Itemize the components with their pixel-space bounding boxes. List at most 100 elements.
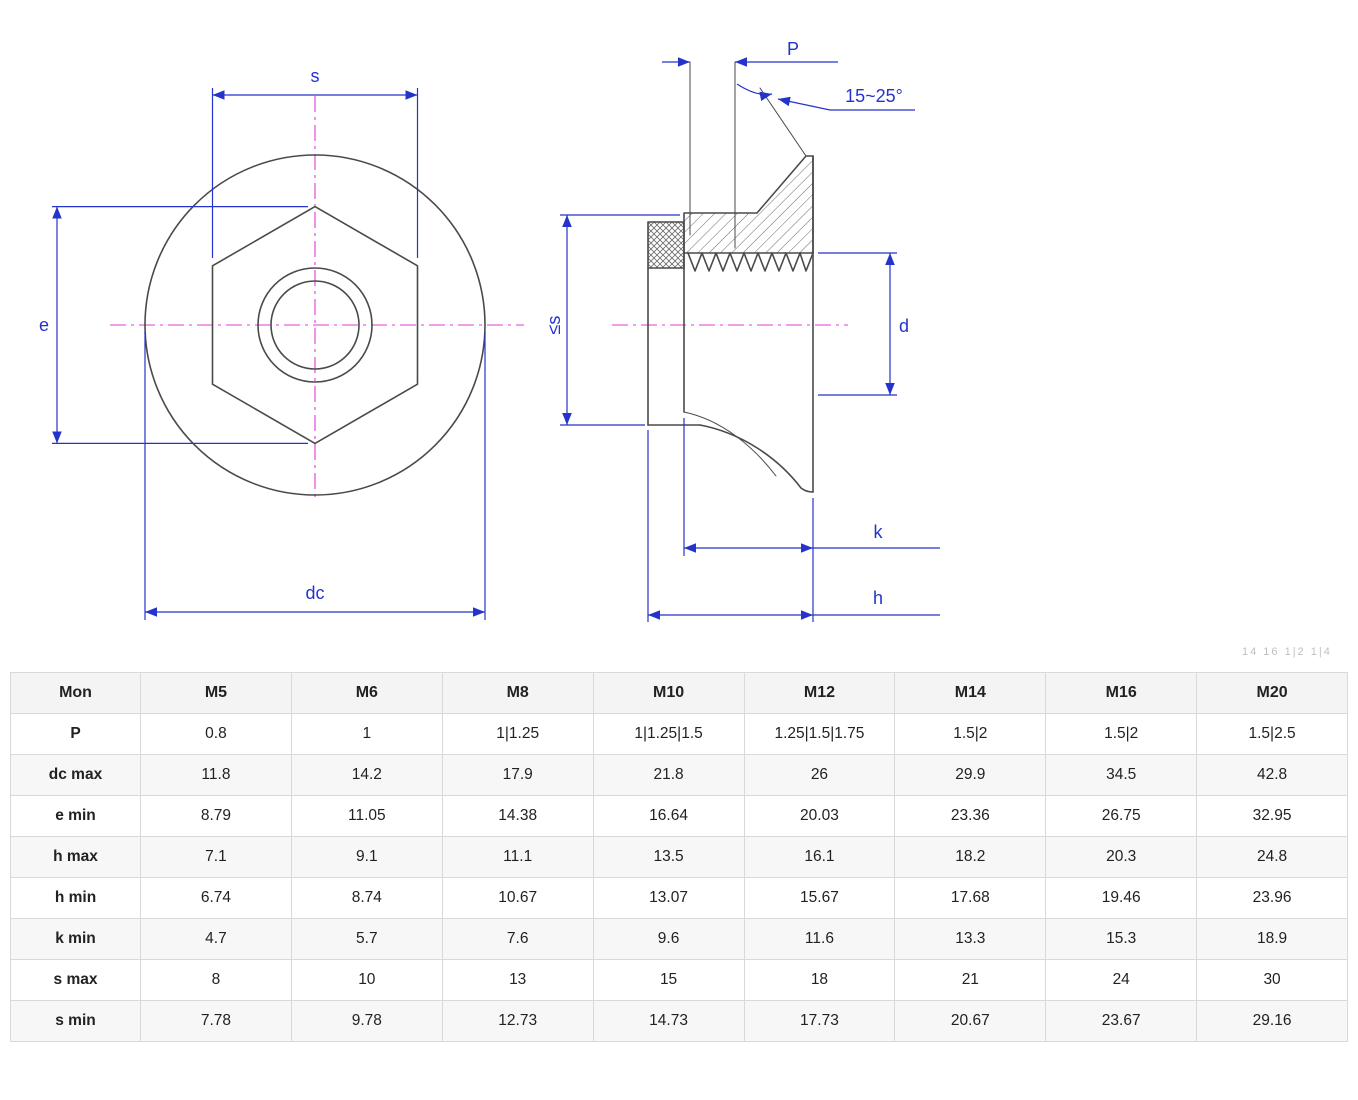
flange-nut-drawing: s e dc P 15~25° ≤s d k h 14 16 1|2 1|4 [39, 39, 1332, 658]
table-header-cell: M12 [743, 672, 896, 714]
dimension-labels: s e dc P 15~25° ≤s d k h [39, 39, 909, 608]
row-label: h max [10, 836, 141, 878]
table-cell: 11.05 [290, 795, 443, 837]
table-row: h max 7.1 9.1 11.1 13.5 16.1 18.2 20.3 2… [10, 836, 1348, 878]
table-cell: 20.67 [894, 1000, 1047, 1042]
table-header-cell: M20 [1196, 672, 1348, 714]
spec-table-container: Mon M5 M6 M8 M10 M12 M14 M16 M20 P 0.8 1… [10, 672, 1348, 1042]
table-cell: 20.3 [1045, 836, 1198, 878]
table-cell: 26.75 [1045, 795, 1198, 837]
table-cell: 11.8 [140, 754, 292, 796]
row-label: s min [10, 1000, 141, 1042]
table-cell: 24.8 [1196, 836, 1348, 878]
thread-outer-circle [257, 267, 373, 383]
table-cell: 1.25|1.5|1.75 [743, 713, 896, 755]
table-row: s max 8 10 13 15 18 21 24 30 [10, 959, 1348, 1001]
dim-label-s-limit: ≤s [544, 316, 564, 335]
section-view [647, 61, 814, 493]
table-cell: 1.5|2 [1045, 713, 1198, 755]
flange-fillet-outer [699, 424, 814, 493]
table-row: s min 7.78 9.78 12.73 14.73 17.73 20.67 … [10, 1000, 1348, 1042]
table-cell: 7.78 [140, 1000, 292, 1042]
table-cell: 34.5 [1045, 754, 1198, 796]
table-cell: 0.8 [140, 713, 292, 755]
table-cell: 17.68 [894, 877, 1047, 919]
row-label: h min [10, 877, 141, 919]
hexagon [211, 205, 419, 445]
table-cell: 9.6 [592, 918, 745, 960]
table-header-cell: M14 [894, 672, 1047, 714]
table-cell: 1|1.25 [441, 713, 594, 755]
table-cell: 13 [441, 959, 594, 1001]
cone-extension [759, 87, 807, 157]
table-cell: 1.5|2 [894, 713, 1047, 755]
technical-drawing: s e dc P 15~25° ≤s d k h 14 16 1|2 1|4 [39, 39, 1332, 658]
table-row: e min 8.79 11.05 14.38 16.64 20.03 23.36… [10, 795, 1348, 837]
table-header-cell: M6 [290, 672, 443, 714]
table-row: dc max 11.8 14.2 17.9 21.8 26 29.9 34.5 … [10, 754, 1348, 796]
dim-label-e: e [39, 315, 49, 335]
table-cell: 7.1 [140, 836, 292, 878]
table-cell: 10 [290, 959, 443, 1001]
table-cell: 13.5 [592, 836, 745, 878]
thread-inner-circle [270, 280, 360, 370]
table-cell: 17.9 [441, 754, 594, 796]
dim-label-s: s [311, 66, 320, 86]
table-cell: 8.79 [140, 795, 292, 837]
table-cell: 20.03 [743, 795, 896, 837]
table-row: h min 6.74 8.74 10.67 13.07 15.67 17.68 … [10, 877, 1348, 919]
table-cell: 16.1 [743, 836, 896, 878]
table-cell: 7.6 [441, 918, 594, 960]
dimension-lines [52, 57, 940, 622]
table-header-cell: Mon [10, 672, 141, 714]
row-label: k min [10, 918, 141, 960]
table-row: k min 4.7 5.7 7.6 9.6 11.6 13.3 15.3 18.… [10, 918, 1348, 960]
table-cell: 8.74 [290, 877, 443, 919]
edge-note: 14 16 1|2 1|4 [1242, 646, 1332, 658]
table-cell: 8 [140, 959, 292, 1001]
dimension-table: Mon M5 M6 M8 M10 M12 M14 M16 M20 P 0.8 1… [10, 672, 1348, 1042]
row-label: dc max [10, 754, 141, 796]
table-cell: 15 [592, 959, 745, 1001]
table-cell: 14.73 [592, 1000, 745, 1042]
table-header-cell: M16 [1045, 672, 1198, 714]
flange-circle [144, 154, 486, 496]
centerlines [110, 96, 848, 502]
dim-label-h: h [873, 588, 883, 608]
table-cell: 17.73 [743, 1000, 896, 1042]
dim-label-angle: 15~25° [845, 86, 903, 106]
dim-label-k: k [874, 522, 884, 542]
table-cell: 18.2 [894, 836, 1047, 878]
table-cell: 9.78 [290, 1000, 443, 1042]
table-cell: 4.7 [140, 918, 292, 960]
table-row: P 0.8 1 1|1.25 1|1.25|1.5 1.25|1.5|1.75 … [10, 713, 1348, 755]
table-cell: 5.7 [290, 918, 443, 960]
table-cell: 6.74 [140, 877, 292, 919]
table-cell: 23.36 [894, 795, 1047, 837]
dim-label-p: P [787, 39, 799, 59]
table-cell: 15.67 [743, 877, 896, 919]
table-cell: 23.96 [1196, 877, 1348, 919]
table-cell: 11.6 [743, 918, 896, 960]
front-view [144, 154, 486, 496]
row-label: s max [10, 959, 141, 1001]
table-header-cell: M8 [441, 672, 594, 714]
table-cell: 11.1 [441, 836, 594, 878]
dim-label-dc: dc [305, 583, 324, 603]
table-cell: 24 [1045, 959, 1198, 1001]
table-cell: 19.46 [1045, 877, 1198, 919]
table-cell: 32.95 [1196, 795, 1348, 837]
table-cell: 42.8 [1196, 754, 1348, 796]
table-cell: 10.67 [441, 877, 594, 919]
table-cell: 1 [290, 713, 443, 755]
table-cell: 18.9 [1196, 918, 1348, 960]
table-cell: 23.67 [1045, 1000, 1198, 1042]
table-cell: 12.73 [441, 1000, 594, 1042]
table-header-cell: M5 [140, 672, 292, 714]
table-cell: 9.1 [290, 836, 443, 878]
table-cell: 1|1.25|1.5 [592, 713, 745, 755]
table-header-row: Mon M5 M6 M8 M10 M12 M14 M16 M20 [10, 672, 1348, 714]
table-cell: 29.9 [894, 754, 1047, 796]
table-cell: 30 [1196, 959, 1348, 1001]
